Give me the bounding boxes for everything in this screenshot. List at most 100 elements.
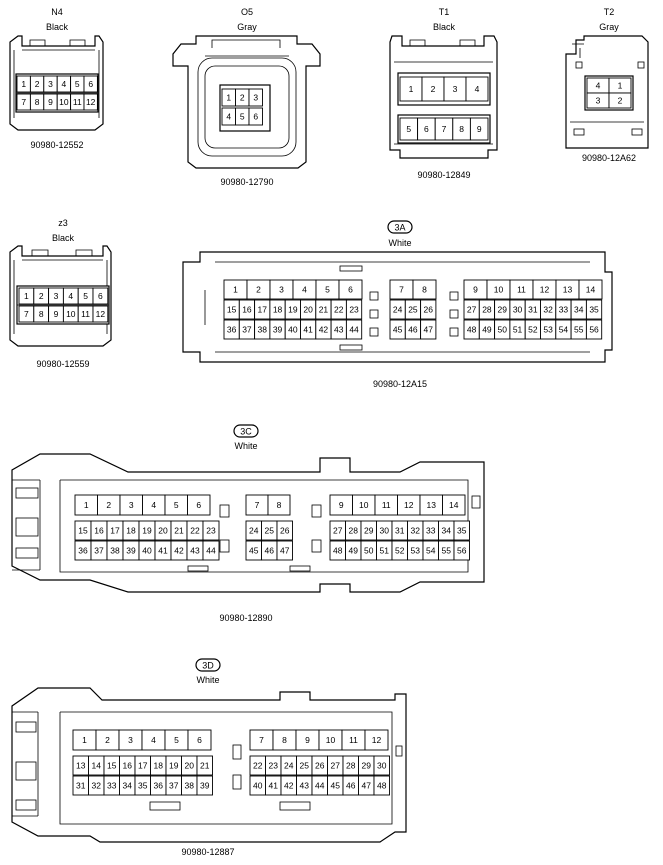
connector-3c-pin-number: 6	[196, 500, 201, 510]
connector-3a-pin-number: 5	[325, 285, 330, 295]
connector-3c-pin-number: 28	[349, 526, 359, 536]
connector-3c-pin-cell	[276, 520, 293, 541]
connector-3a-key-3	[369, 327, 379, 337]
connector-3a-pin-number: 18	[273, 305, 283, 315]
connector-3d-latch-2	[15, 761, 37, 781]
connector-3c-pin-number: 29	[364, 526, 374, 536]
connector-3c-pin-number: 52	[395, 546, 405, 556]
connector-3a-pin-number: 3	[279, 285, 284, 295]
connector-o5-part: 90980-12790	[220, 177, 273, 187]
connector-t1-part: 90980-12849	[417, 170, 470, 180]
connector-3d-pin-number: 46	[346, 781, 356, 791]
connector-3a-pin-number: 6	[348, 285, 353, 295]
connector-3a-pin-number: 51	[513, 325, 523, 335]
connector-3a-pin-number: 55	[574, 325, 584, 335]
connector-n4-part: 90980-12552	[30, 140, 83, 150]
connector-3a-pin-number: 10	[494, 285, 504, 295]
connector-3a-pin-cell	[585, 299, 603, 320]
connector-3d-pin-number: 8	[282, 735, 287, 745]
connector-z3-pin-number: 5	[83, 291, 88, 301]
connector-3a-pin-number: 30	[513, 305, 523, 315]
connector-3a-pin-number: 42	[319, 325, 329, 335]
connector-3a-pin-number: 20	[303, 305, 313, 315]
connector-3d-pin-number: 25	[300, 761, 310, 771]
connector-o5-inner-frame	[197, 57, 297, 157]
connector-3d-side-tab	[395, 745, 403, 757]
connector-3a-key-2	[369, 309, 379, 319]
connector-t1-pin-cell	[465, 76, 489, 102]
connector-z3-part: 90980-12559	[36, 359, 89, 369]
connector-3d-pin-number: 48	[377, 781, 387, 791]
connector-3c-name: 3C	[240, 427, 252, 437]
connector-3d-housing	[11, 687, 407, 843]
connector-o5-pin-number: 2	[240, 93, 245, 103]
connector-3d-key-1	[232, 744, 242, 760]
connector-3d-pin-number: 14	[92, 761, 102, 771]
connector-3d-slot-1	[149, 801, 181, 811]
connector-t2-part: 90980-12A62	[582, 153, 636, 163]
connector-o5-pin-number: 6	[253, 112, 258, 122]
connector-3a-pin-cell	[345, 319, 363, 340]
connector-3a-pin-number: 12	[540, 285, 550, 295]
connector-z3-pin-number: 7	[24, 309, 29, 319]
connector-3a-pin-cell	[412, 279, 437, 300]
connector-3c-pin-number: 45	[249, 546, 259, 556]
connector-3c-pin-number: 26	[280, 526, 290, 536]
connector-3a-key-1	[369, 291, 379, 301]
connector-3c-pin-cell	[276, 540, 293, 561]
connector-3c-pin-cell	[453, 540, 470, 561]
connector-z3-pin-number: 8	[39, 309, 44, 319]
connector-3a-name: 3A	[394, 223, 405, 233]
connector-z3-pin-cell	[92, 305, 109, 323]
connector-t1-latch-lines	[394, 39, 493, 145]
connector-3a-pin-number: 31	[528, 305, 538, 315]
connector-3a-pin-number: 1	[233, 285, 238, 295]
connector-3a-pin-number: 41	[303, 325, 313, 335]
connector-3d-pin-number: 13	[76, 761, 86, 771]
connector-3a-key-5	[449, 309, 459, 319]
connector-3a-pin-number: 32	[543, 305, 553, 315]
connector-3d-pin-number: 24	[284, 761, 294, 771]
connector-t2-color: Gray	[599, 22, 619, 32]
connector-t1-pin-number: 8	[459, 124, 464, 134]
connector-3c-latch-3	[15, 547, 39, 559]
connector-t2-pin-number: 4	[596, 81, 601, 91]
connector-n4-pin-number: 5	[75, 79, 80, 89]
connector-3c-pin-number: 41	[158, 546, 168, 556]
connector-3a-pin-number: 35	[589, 305, 599, 315]
connector-3a-pin-number: 15	[227, 305, 237, 315]
connector-3a-pin-number: 4	[302, 285, 307, 295]
connector-3d-pin-number: 29	[362, 761, 372, 771]
connector-3d-pin-number: 1	[82, 735, 87, 745]
connector-3c-pin-number: 14	[449, 500, 459, 510]
connector-3a-pin-cell	[578, 279, 603, 300]
connector-n4-color: Black	[46, 22, 69, 32]
connector-z3-pin-number: 11	[81, 309, 90, 319]
connector-3c-pin-number: 8	[277, 500, 282, 510]
connector-3c-pin-number: 30	[380, 526, 390, 536]
connector-3d-pin-number: 2	[105, 735, 110, 745]
connector-3d-pin-number: 9	[305, 735, 310, 745]
connector-3d-inner-lines	[12, 711, 393, 825]
connector-3a-pin-number: 22	[334, 305, 344, 315]
connector-3d-name-badge	[195, 658, 221, 672]
connector-3a-pin-number: 46	[408, 325, 418, 335]
connector-3a-pin-number: 34	[574, 305, 584, 315]
connector-3a-housing	[182, 251, 613, 363]
connector-3c-pin-number: 37	[94, 546, 104, 556]
connector-3a-pin-number: 54	[559, 325, 569, 335]
connector-3d-pin-number: 45	[331, 781, 341, 791]
connector-3c-pin-number: 36	[78, 546, 88, 556]
connector-o5-pin-number: 4	[226, 112, 231, 122]
connector-3d-pin-cell	[373, 775, 390, 796]
connector-t1-pin-number: 4	[475, 84, 480, 94]
connector-3a-color: White	[388, 238, 411, 248]
connector-3c-slot-1	[187, 565, 209, 572]
connector-n4-inner-outline	[13, 49, 100, 118]
